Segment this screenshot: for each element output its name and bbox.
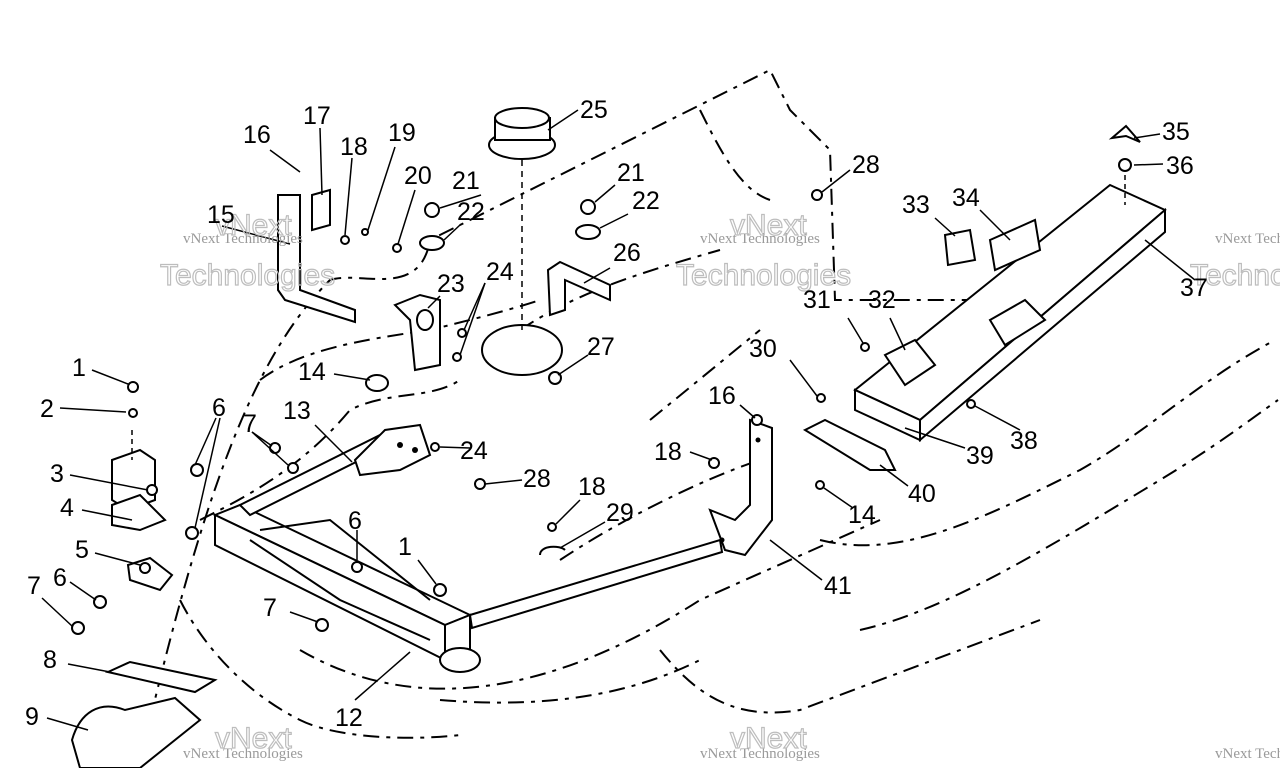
callout-2: 2 [40,395,54,423]
watermark-small: vNext Technologies [700,746,820,762]
callout-7: 7 [243,410,257,438]
callout-4: 4 [60,494,74,522]
callout-41: 41 [824,572,852,600]
callout-16: 16 [708,382,736,410]
callout-21: 21 [617,159,645,187]
callout-35: 35 [1162,118,1190,146]
callout-29: 29 [606,499,634,527]
bracket-13 [353,423,432,477]
callout-16: 16 [243,121,271,149]
watermark-group: vNext Technologies vNext Technologies vN… [159,208,1280,762]
running-board [802,183,1167,471]
callout-24: 24 [460,437,488,465]
callout-28: 28 [523,465,551,493]
watermark-large-top: vNext [215,722,292,755]
callout-26: 26 [613,239,641,267]
callout-40: 40 [908,480,936,508]
callout-19: 19 [388,119,416,147]
callout-22: 22 [457,198,485,226]
callout-14: 14 [298,358,326,386]
callout-labels: 1 2 3 4 5 6 7 8 9 6 7 13 6 7 1 12 16 17 … [25,96,1208,732]
watermark-large-bottom: Technologies [676,259,851,292]
callout-7: 7 [27,572,41,600]
left-mount-bracket [277,188,356,324]
hardware [71,124,1141,635]
callout-1: 1 [72,354,86,382]
watermark-large-top: vNext [215,209,292,242]
callout-6: 6 [53,564,67,592]
callout-27: 27 [587,333,615,361]
callout-8: 8 [43,646,57,674]
callout-31: 31 [803,286,831,314]
callout-22: 22 [632,187,660,215]
callout-15: 15 [207,201,235,229]
callout-6: 6 [348,507,362,535]
callout-23: 23 [437,270,465,298]
callout-14: 14 [848,501,876,529]
callout-32: 32 [868,286,896,314]
side-bracket-41 [708,418,773,557]
callout-7: 7 [263,594,277,622]
filler-grommet [481,107,563,376]
watermark-small: vNext Technologies [700,231,820,247]
watermark-small: vNext Technologies [183,231,303,247]
callout-12: 12 [335,704,363,732]
callout-18: 18 [578,473,606,501]
callout-3: 3 [50,460,64,488]
front-frame [212,428,724,673]
callout-9: 9 [25,703,39,731]
watermark-large-top: vNext [730,722,807,755]
callout-30: 30 [749,335,777,363]
bumper-plates [70,660,218,768]
left-side-brackets [111,430,174,592]
watermark-large-bottom: Technologies [1190,259,1280,292]
watermark-small: vNext Technologies [183,746,303,762]
callout-17: 17 [303,102,331,130]
callout-39: 39 [966,442,994,470]
callout-13: 13 [283,397,311,425]
callout-38: 38 [1010,427,1038,455]
watermark-small: vNext Technologies [1215,231,1280,247]
callout-20: 20 [404,162,432,190]
leader-lines [41,109,1196,731]
callout-34: 34 [952,184,980,212]
bracket-23 [393,293,441,372]
watermark-large-bottom: Technologies [160,259,335,292]
callout-1: 1 [398,533,412,561]
callout-33: 33 [902,191,930,219]
callout-25: 25 [580,96,608,124]
callout-28: 28 [852,151,880,179]
callout-18: 18 [654,438,682,466]
callout-21: 21 [452,167,480,195]
bracket-26 [546,260,611,317]
body-outline [149,68,1279,739]
watermark-large-top: vNext [730,209,807,242]
callout-6: 6 [212,394,226,422]
callout-18: 18 [340,133,368,161]
watermark-small: vNext Technologies [1215,746,1280,762]
callout-36: 36 [1166,152,1194,180]
callout-24: 24 [486,258,514,286]
callout-5: 5 [75,536,89,564]
callout-37: 37 [1180,274,1208,302]
